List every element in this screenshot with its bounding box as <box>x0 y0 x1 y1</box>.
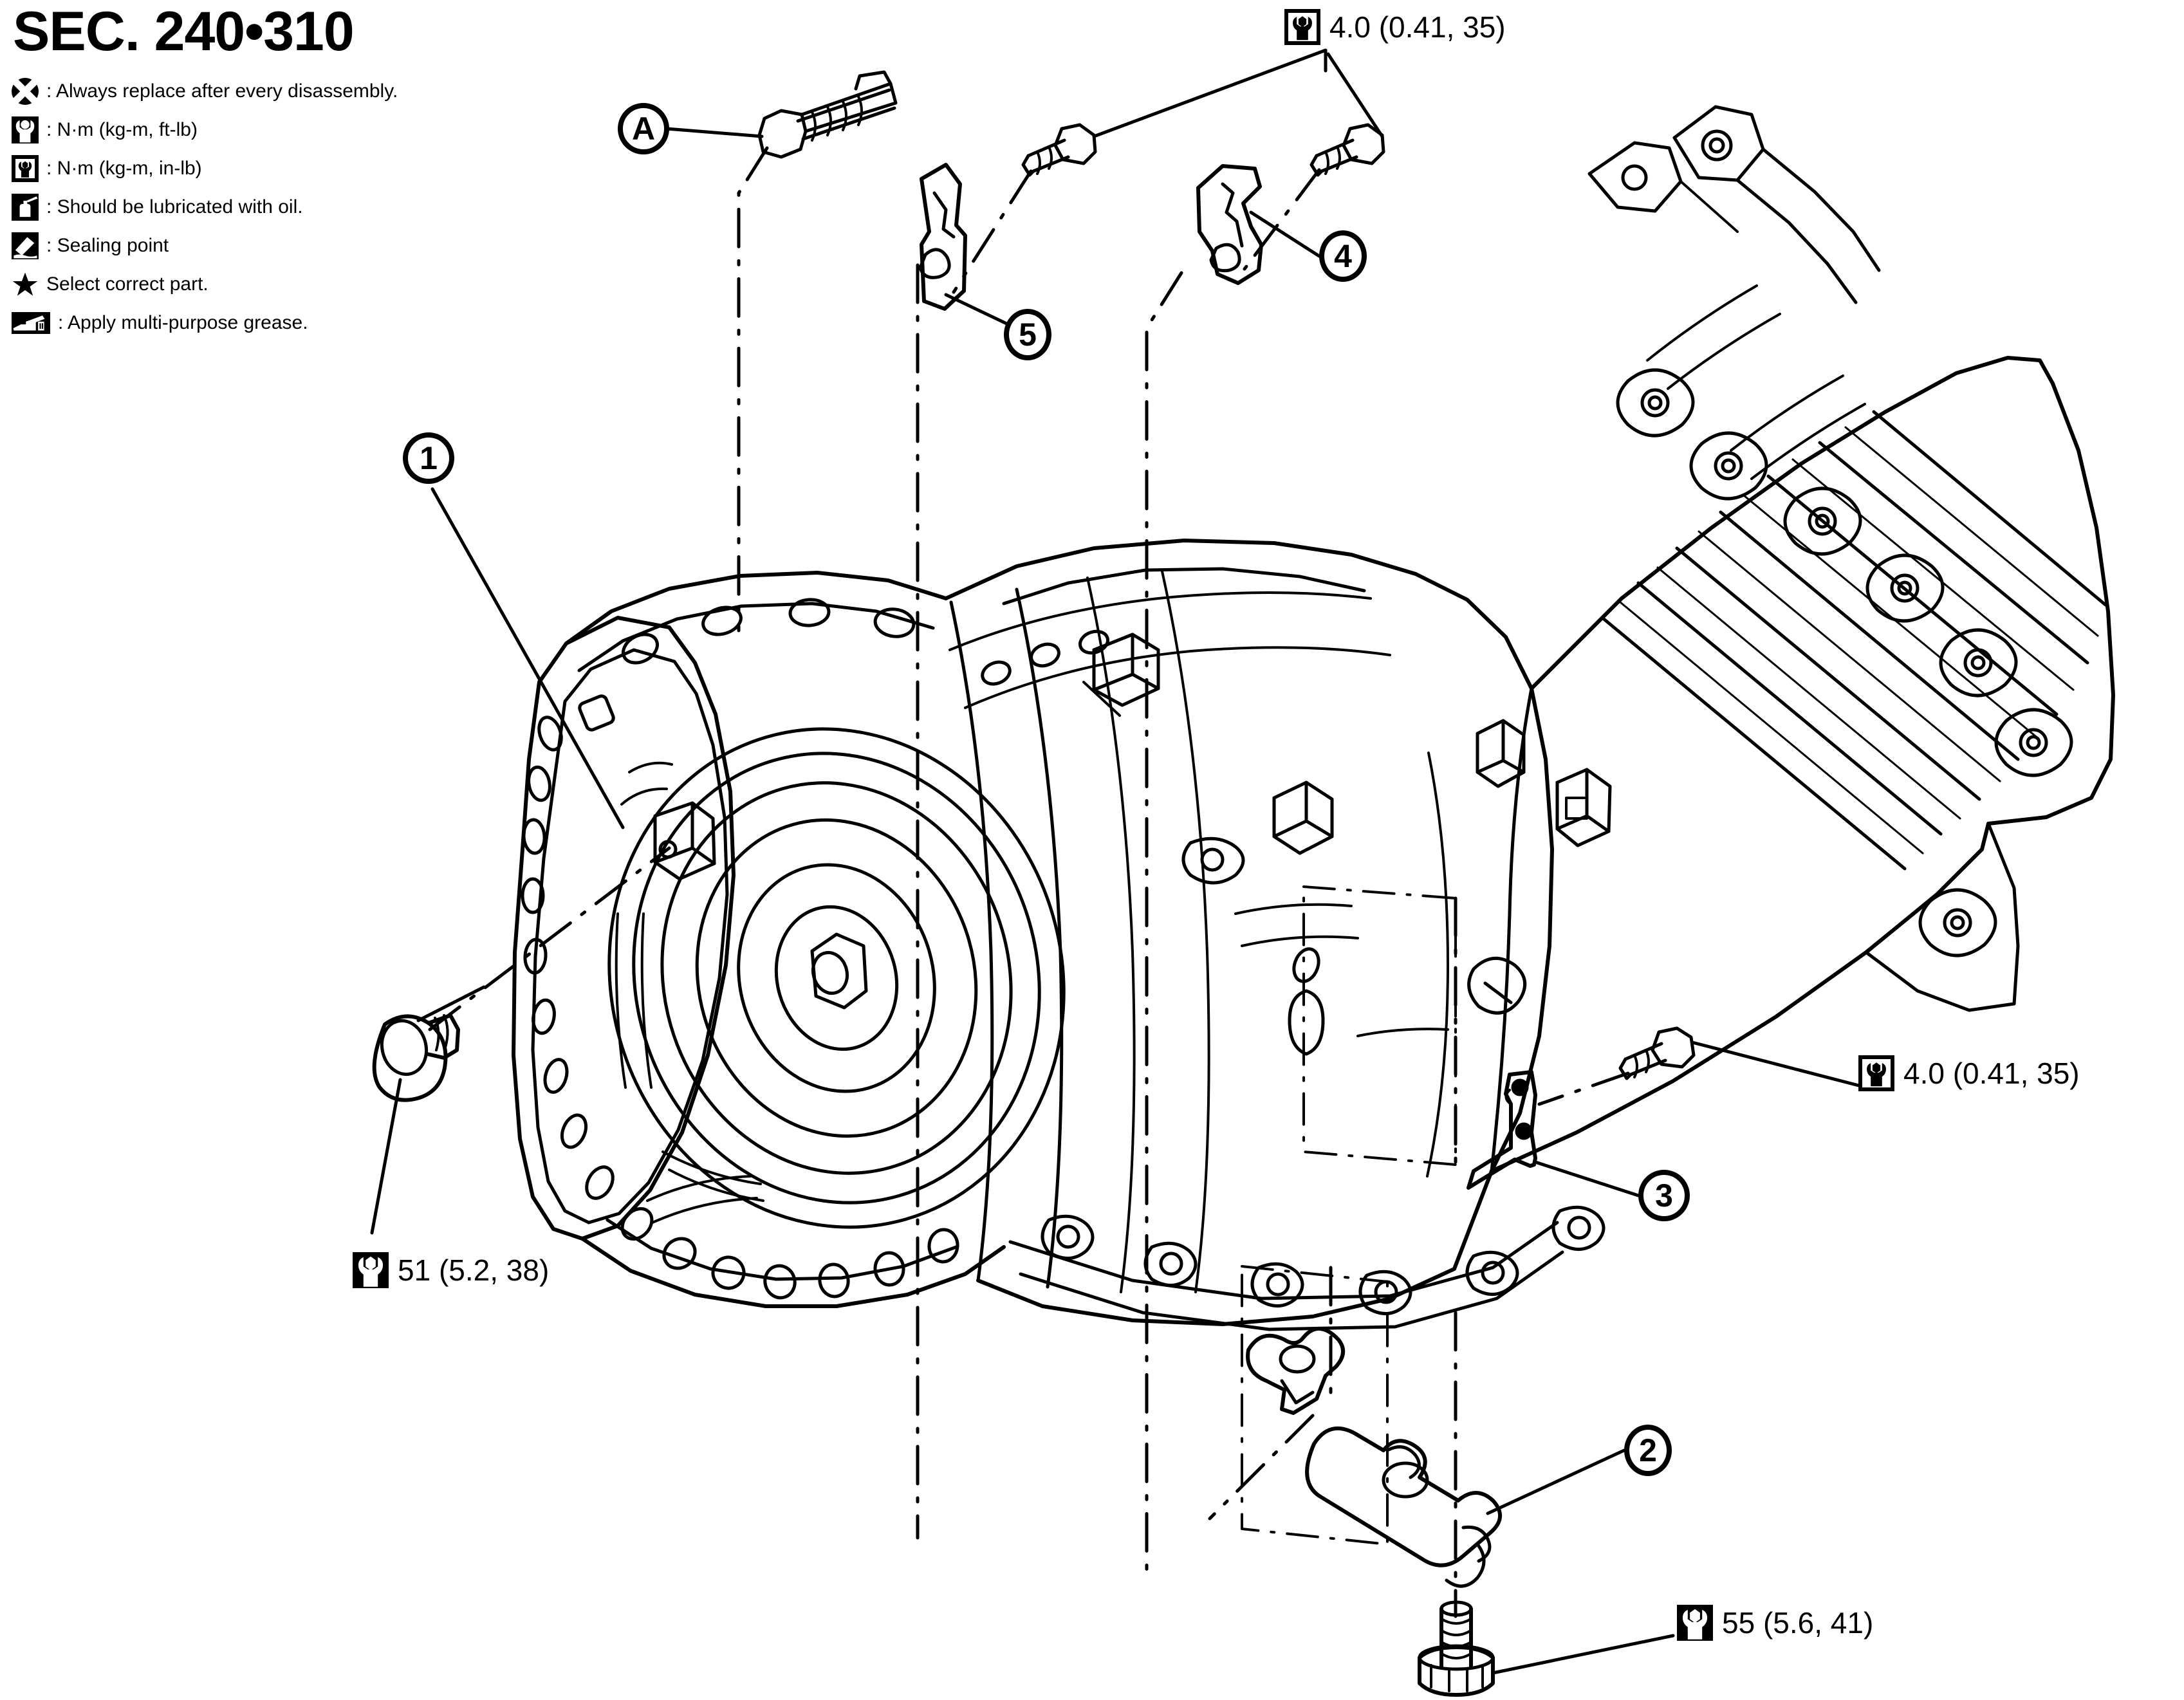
torque-inlb-icon <box>1858 1055 1894 1091</box>
bracket-2 <box>1305 1427 1503 1588</box>
torque-ftlb-icon <box>1677 1605 1713 1641</box>
replace-icon <box>12 78 39 105</box>
balloon-a: A <box>618 103 669 154</box>
legend-item-replace: : Always replace after every disassembly… <box>12 75 423 108</box>
torque-callout-left: 51 (5.2, 38) <box>353 1252 549 1288</box>
torque-ftlb-icon <box>12 116 39 143</box>
balloon-3: 3 <box>1638 1170 1690 1221</box>
page-title: SEC. 240•310 <box>13 1 355 62</box>
rear-extension-housing <box>1490 105 2115 1173</box>
legend-item-sealing: : Sealing point <box>12 229 423 263</box>
balloon-5: 5 <box>1004 309 1051 360</box>
sealant-icon <box>12 232 39 259</box>
projection-guides <box>1241 885 1457 1546</box>
legend-item-label: : Apply multi-purpose grease. <box>58 312 308 333</box>
torque-value: 51 (5.2, 38) <box>398 1253 550 1287</box>
legend-item-label: : Sealing point <box>46 235 169 256</box>
torque-converter <box>607 727 1066 1229</box>
legend-item-torque-inlb: : N·m (kg-m, in-lb) <box>12 152 423 185</box>
part-a-bolt <box>757 70 898 159</box>
leader-lines <box>370 48 1868 1675</box>
bracket-3-bolt <box>1618 1026 1696 1080</box>
transmission-assembly <box>512 105 2115 1331</box>
legend-item-label: : N·m (kg-m, ft-lb) <box>46 119 198 140</box>
bracket-2-upper <box>1246 1326 1345 1415</box>
torque-value: 4.0 (0.41, 35) <box>1903 1057 2080 1090</box>
legend-item-label: : Should be lubricated with oil. <box>46 196 303 217</box>
balloon-2: 2 <box>1624 1425 1672 1476</box>
oil-can-icon <box>12 194 39 221</box>
torque-ftlb-icon <box>353 1252 389 1288</box>
legend: : Always replace after every disassembly… <box>12 75 423 345</box>
torque-value: 55 (5.6, 41) <box>1722 1606 1874 1640</box>
torque-value: 4.0 (0.41, 35) <box>1329 10 1506 44</box>
oil-pan-rail <box>1008 1205 1606 1331</box>
bracket-4-bolt <box>1309 123 1385 177</box>
assembly-centerlines <box>428 146 1630 1618</box>
legend-item-torque-ftlb: : N·m (kg-m, ft-lb) <box>12 113 423 147</box>
torque-inlb-icon <box>12 155 39 182</box>
legend-item-oil: : Should be lubricated with oil. <box>12 190 423 224</box>
grease-gun-icon <box>12 312 50 334</box>
legend-item-label: : Always replace after every disassembly… <box>46 80 398 102</box>
legend-item-select-part: Select correct part. <box>12 268 423 301</box>
legend-item-label: : N·m (kg-m, in-lb) <box>46 158 202 179</box>
bracket-5-bolt <box>1021 123 1097 177</box>
star-icon <box>12 271 39 298</box>
torque-callout-bottom: 55 (5.6, 41) <box>1677 1605 1873 1641</box>
legend-item-label: Select correct part. <box>46 273 208 295</box>
torque-inlb-icon <box>1284 9 1320 45</box>
bracket-3 <box>1467 1070 1537 1190</box>
bracket-5 <box>918 163 967 311</box>
bracket-4 <box>1196 164 1263 285</box>
drain-plug <box>372 1013 460 1102</box>
balloon-1: 1 <box>403 432 454 484</box>
torque-callout-top: 4.0 (0.41, 35) <box>1284 9 1506 45</box>
torque-callout-right: 4.0 (0.41, 35) <box>1858 1055 2080 1091</box>
balloon-4: 4 <box>1319 230 1367 282</box>
mount-bolt-bottom <box>1418 1600 1495 1697</box>
legend-item-grease: : Apply multi-purpose grease. <box>12 306 423 340</box>
